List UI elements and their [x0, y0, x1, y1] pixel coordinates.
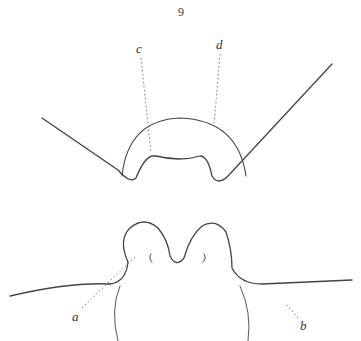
lower-left-limb: [114, 286, 120, 341]
upper-outline: [42, 64, 332, 181]
callout-letter: c: [136, 42, 142, 55]
callout-letter: b: [300, 319, 307, 332]
leader-d: [214, 54, 220, 126]
callout-letter: a: [72, 310, 79, 323]
upper-dome: [122, 118, 246, 176]
leader-b: [286, 304, 298, 318]
figure-number: 9: [178, 6, 184, 18]
right-hook: [203, 254, 205, 262]
callout-letter: d: [216, 38, 223, 51]
left-hook: [150, 254, 152, 262]
lower-right-limb: [240, 286, 249, 341]
leader-lines: [82, 54, 298, 318]
lower-outline: [10, 222, 352, 296]
leader-c: [141, 58, 151, 152]
leader-a: [82, 256, 136, 308]
section-outlines: [10, 64, 352, 341]
